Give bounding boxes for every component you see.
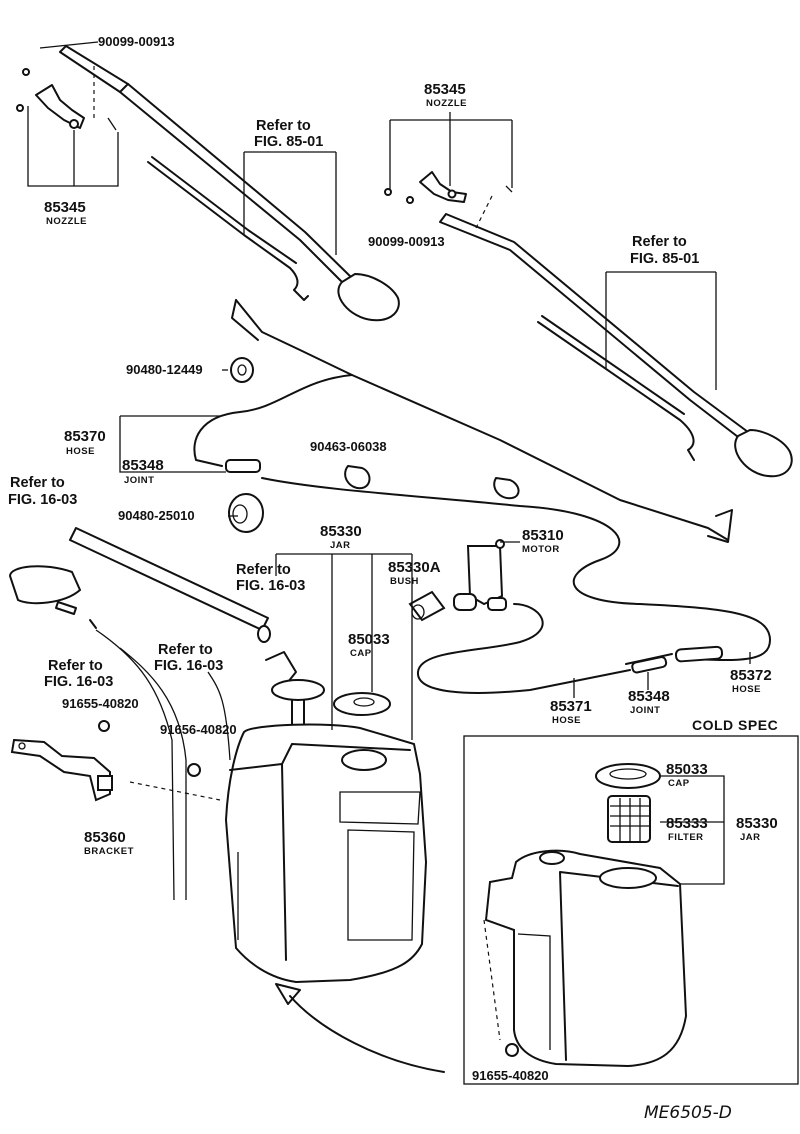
label-motor: MOTOR: [522, 544, 560, 555]
label-jar: JAR: [330, 540, 351, 551]
label-85310: 85310: [522, 527, 564, 544]
label-ref-85-01-b-2: FIG. 85-01: [630, 251, 699, 267]
label-90480-25010: 90480-25010: [118, 508, 195, 523]
label-filter: FILTER: [668, 832, 704, 843]
label-nozzle-left: NOZZLE: [46, 216, 87, 227]
left-wiper-arm: [59, 45, 400, 322]
label-90463-06038: 90463-06038: [310, 439, 387, 454]
label-85033-cold: 85033: [666, 761, 708, 778]
label-90099-00913-a: 90099-00913: [98, 34, 175, 49]
label-85330-jar: 85330: [320, 523, 362, 540]
ref-85-01-a-bracket: [243, 151, 337, 255]
drawing-code: ME6505-D: [644, 1103, 732, 1123]
cap-85033: [333, 692, 391, 716]
grommet-90480-25010: [228, 493, 264, 533]
label-85372: 85372: [730, 667, 772, 684]
cold-spec-box: [463, 735, 799, 1085]
label-ref-16-03-b-2: FIG. 16-03: [236, 578, 305, 594]
cold-spec-bracket: [660, 775, 725, 885]
label-bracket: BRACKET: [84, 846, 134, 857]
leader-85370: [119, 415, 226, 473]
left-nozzle: [16, 66, 117, 131]
label-joint-85348-b: JOINT: [630, 705, 660, 716]
clip-90463-b: [493, 477, 520, 500]
label-85345-right: 85345: [424, 81, 466, 98]
filler-extension: [8, 565, 97, 629]
pipe-refer-16-03: [69, 527, 271, 643]
jar-85330-bracket: [275, 553, 413, 740]
cold-spec-cap: [595, 763, 661, 789]
bracket-dash: [129, 781, 221, 801]
label-ref-85-01-a-2: FIG. 85-01: [254, 134, 323, 150]
label-ref-16-03-d-1: Refer to: [48, 658, 103, 674]
label-hose-85371: HOSE: [552, 715, 581, 726]
left-nozzle-bracket-lines: [27, 106, 119, 187]
label-ref-16-03-a-2: FIG. 16-03: [8, 492, 77, 508]
label-cold-spec: COLD SPEC: [692, 717, 778, 733]
arrow-to-cold-spec: [275, 983, 445, 1073]
label-91655-40820-a: 91655-40820: [62, 696, 139, 711]
leader-90099-a: [39, 41, 99, 49]
label-jar-cold: JAR: [740, 832, 761, 843]
label-bush: BUSH: [390, 576, 419, 587]
bolt-91656: [187, 763, 201, 777]
label-90480-12449: 90480-12449: [126, 362, 203, 377]
label-90099-00913-b: 90099-00913: [368, 234, 445, 249]
joint-85348-a: [225, 459, 261, 473]
label-85360: 85360: [84, 829, 126, 846]
label-ref-16-03-d-2: FIG. 16-03: [44, 674, 113, 690]
label-joint-85348-a: JOINT: [124, 475, 154, 486]
label-85333: 85333: [666, 815, 708, 832]
bush-85330a: [408, 590, 446, 622]
label-85330a: 85330A: [388, 559, 441, 576]
cold-spec-tank: [484, 849, 688, 1068]
clip-90463-a: [344, 465, 371, 490]
right-nozzle: [384, 112, 513, 229]
label-85330-cold: 85330: [736, 815, 778, 832]
cold-spec-filter: [607, 795, 651, 843]
label-cap-cold: CAP: [668, 778, 690, 789]
label-85345-left: 85345: [44, 199, 86, 216]
label-ref-85-01-b-1: Refer to: [632, 234, 687, 250]
hose-85371: [416, 603, 673, 694]
label-cap: CAP: [350, 648, 372, 659]
label-85348-b: 85348: [628, 688, 670, 705]
refer-16-03-lines: [95, 629, 231, 901]
bolt-91655-a: [98, 720, 110, 732]
bolt-91655-b: [505, 1043, 519, 1057]
label-85033: 85033: [348, 631, 390, 648]
label-nozzle-right: NOZZLE: [426, 98, 467, 109]
label-85348-a: 85348: [122, 457, 164, 474]
joint-85348-b: [631, 656, 668, 674]
label-ref-16-03-c-2: FIG. 16-03: [154, 658, 223, 674]
label-85371: 85371: [550, 698, 592, 715]
label-ref-16-03-c-1: Refer to: [158, 642, 213, 658]
label-hose-85372: HOSE: [732, 684, 761, 695]
bracket-85360: [10, 738, 113, 802]
label-ref-16-03-b-1: Refer to: [236, 562, 291, 578]
label-91655-40820-b: 91655-40820: [472, 1068, 549, 1083]
label-85370: 85370: [64, 428, 106, 445]
washer-tank-main: [224, 723, 428, 984]
grommet-90480-12449: [230, 357, 254, 383]
label-ref-16-03-a-1: Refer to: [10, 475, 65, 491]
ref-85-01-b-bracket: [605, 271, 717, 390]
label-hose-85370: HOSE: [66, 446, 95, 457]
cold-bolt-dash: [483, 919, 501, 1041]
right-wiper-arm: [439, 213, 793, 478]
pump-motor: [453, 539, 507, 611]
label-91656-40820: 91656-40820: [160, 722, 237, 737]
hose-85372-end: [674, 645, 724, 663]
hose-85370: [193, 299, 771, 662]
label-ref-85-01-a-1: Refer to: [256, 118, 311, 134]
